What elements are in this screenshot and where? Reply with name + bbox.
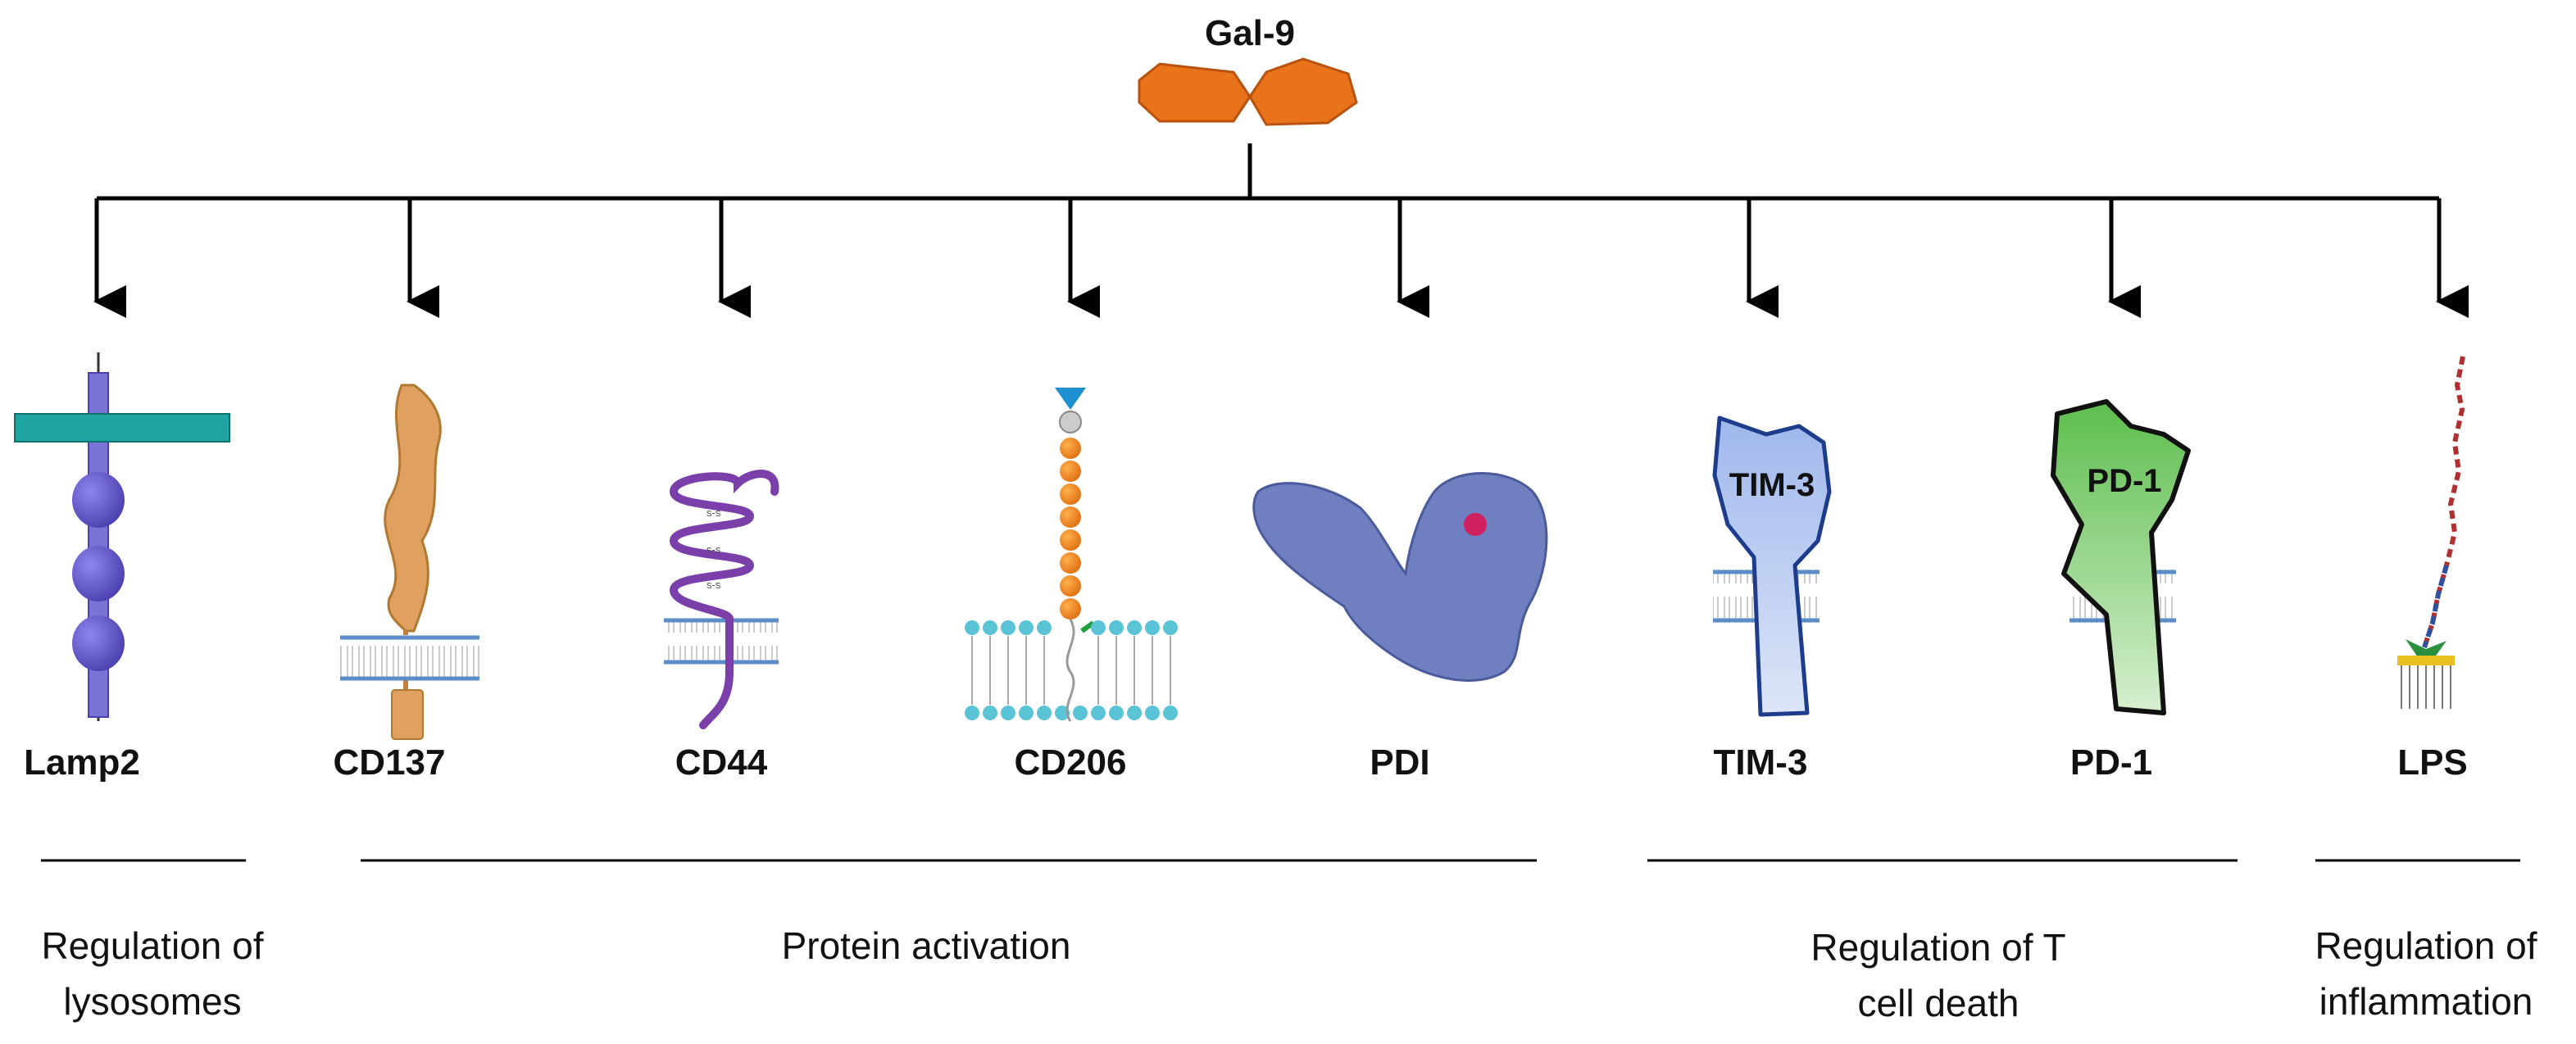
label-pdi: PDI — [1370, 742, 1429, 783]
label-cd206: CD206 — [1015, 742, 1127, 783]
gal9-icon — [1138, 57, 1358, 126]
category-inflammation-line2: inflammation — [2319, 980, 2533, 1023]
category-tcell-line1: Regulation of T — [1810, 926, 2065, 969]
cd44-bond-3: s-s — [706, 579, 721, 591]
category-lysosomes-line1: Regulation of — [41, 924, 263, 967]
arrows — [93, 198, 2469, 318]
cd137-icon — [340, 384, 479, 740]
cd44-icon: s-s s-s s-s — [664, 470, 779, 729]
lps-icon — [2397, 356, 2465, 709]
category-tcell-line2: cell death — [1858, 982, 2019, 1024]
label-tim3: TIM-3 — [1714, 742, 1808, 783]
label-pd1: PD-1 — [2070, 742, 2152, 783]
tim3-icon: TIM-3 — [1712, 415, 1832, 717]
pd1-icon: PD-1 — [2051, 399, 2191, 715]
connector-tree — [97, 143, 2439, 201]
label-cd137: CD137 — [334, 742, 446, 783]
pdi-icon — [1252, 472, 1548, 682]
category-protein-line1: Protein activation — [782, 924, 1071, 967]
lamp2-icon — [14, 352, 230, 721]
tim3-inner-label: TIM-3 — [1729, 467, 1815, 503]
label-cd44: CD44 — [675, 742, 768, 783]
cd44-bond-1: s-s — [706, 506, 721, 519]
label-lps: LPS — [2397, 742, 2468, 783]
category-inflammation-line1: Regulation of — [2315, 924, 2537, 967]
cd206-icon — [965, 388, 1178, 722]
pd1-inner-label: PD-1 — [2087, 463, 2161, 499]
gal9-label: Gal-9 — [1205, 13, 1295, 53]
category-lysosomes-line2: lysosomes — [63, 980, 241, 1023]
cd44-bond-2: s-s — [706, 543, 721, 556]
label-lamp2: Lamp2 — [24, 742, 140, 783]
